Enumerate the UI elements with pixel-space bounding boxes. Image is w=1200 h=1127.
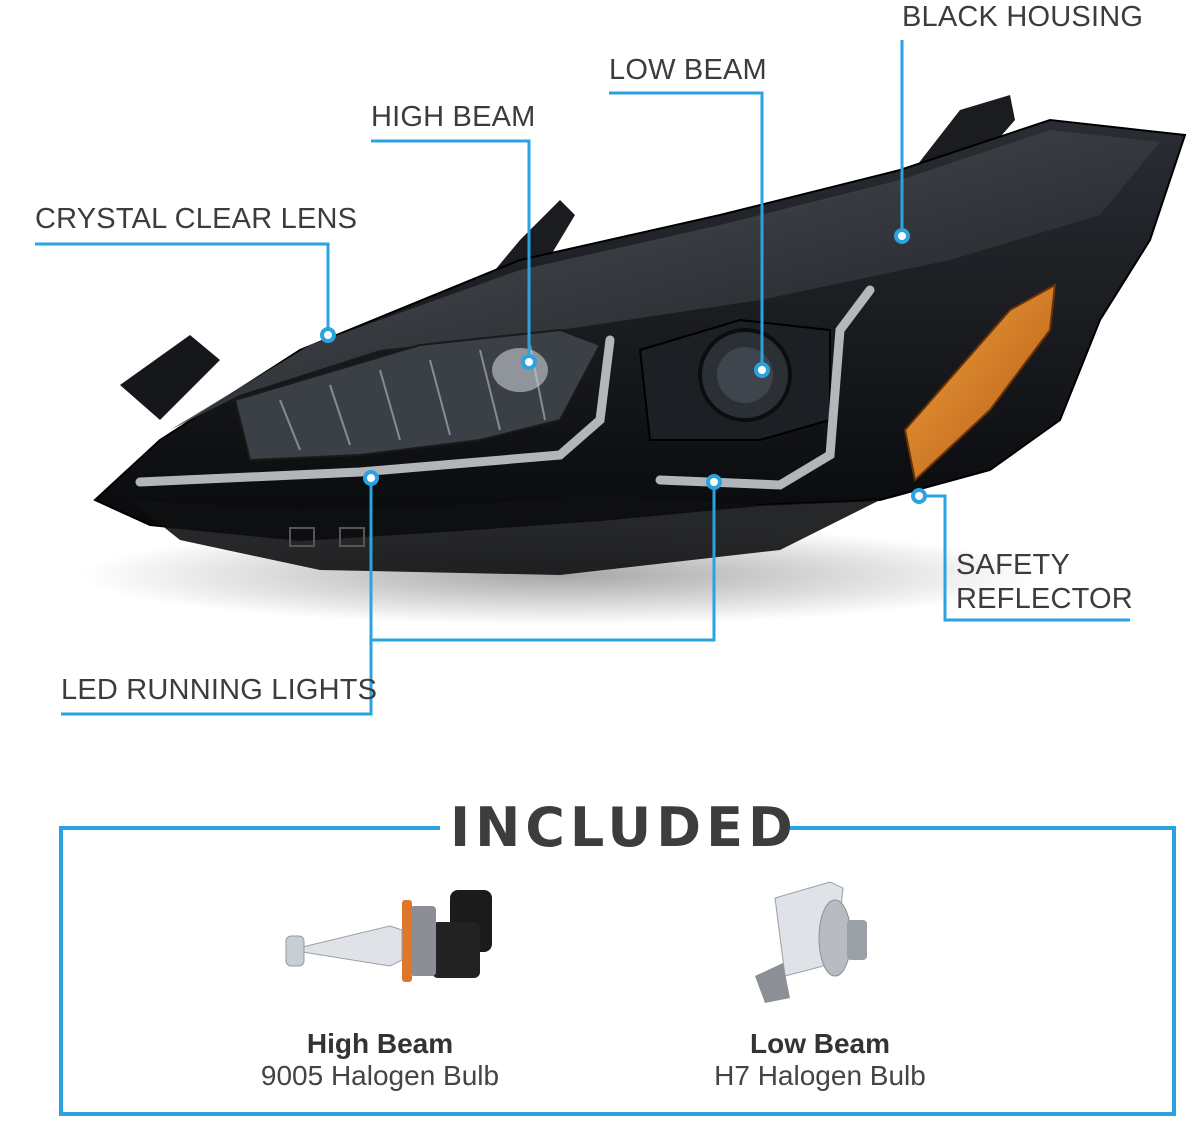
headlight-illustration (35, 40, 1187, 716)
callout-dot (754, 362, 770, 378)
label-high-beam: HIGH BEAM (371, 101, 536, 133)
callout-line-low-beam (609, 91, 764, 370)
label-safety-reflector-line2: REFLECTOR (956, 583, 1133, 615)
included-item-low-beam-title: Low Beam (749, 1028, 891, 1059)
callout-dot (894, 228, 910, 244)
safety-reflector (903, 283, 1057, 482)
led-light-bar (135, 335, 615, 487)
label-low-beam: LOW BEAM (609, 54, 767, 86)
lower-trim (130, 495, 880, 575)
bulb-9005-icon (285, 890, 492, 982)
included-item-high-beam-title: High Beam (306, 1028, 454, 1059)
included-item-high-beam-subtitle: 9005 Halogen Bulb (260, 1060, 500, 1091)
callout-line-led-right (371, 482, 716, 642)
callout-line-led-left (61, 480, 373, 716)
label-led-running-lights: LED RUNNING LIGHTS (61, 674, 378, 706)
callout-line-high-beam (371, 139, 531, 360)
callout-line-safety-reflector (919, 494, 1130, 622)
clear-lens-top (170, 130, 1160, 430)
callout-dot (706, 474, 722, 490)
included-item-low-beam-subtitle: H7 Halogen Bulb (714, 1060, 926, 1091)
mount-tab (120, 335, 220, 420)
callout-dot (521, 354, 537, 370)
callout-line-crystal-lens (35, 242, 330, 333)
label-safety-reflector-line1: SAFETY (956, 549, 1070, 581)
label-black-housing: BLACK HOUSING (902, 1, 1144, 33)
led-light-bar (655, 285, 875, 490)
callout-dot (911, 488, 927, 504)
label-crystal-clear-lens: CRYSTAL CLEAR LENS (35, 203, 358, 235)
callout-dot (363, 470, 379, 486)
bulb-h7-icon (755, 881, 867, 1003)
label-safety-reflector: SAFETY REFLECTOR (956, 548, 1133, 616)
included-title: INCLUDED (450, 796, 798, 860)
callout-dot (320, 327, 336, 343)
